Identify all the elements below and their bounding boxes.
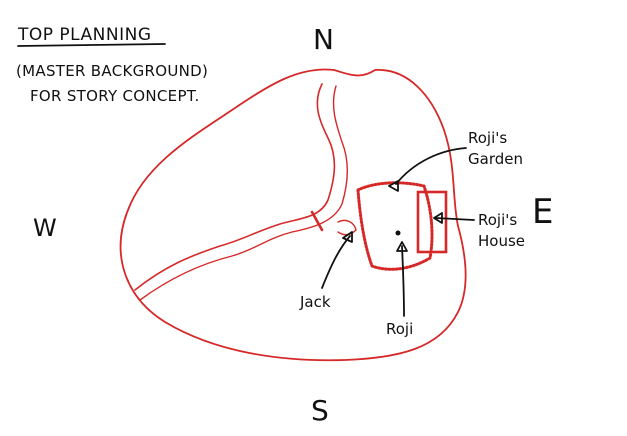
title-underline <box>17 43 166 47</box>
garden-label-line-2: Garden <box>468 150 523 168</box>
compass-north: N <box>313 23 334 56</box>
garden-arrowhead <box>388 180 399 192</box>
garden-callout: Roji's Garden <box>388 129 523 192</box>
river-upper-bank <box>134 83 336 291</box>
title-block: TOP PLANNING (MASTER BACKGROUND) FOR STO… <box>16 25 208 105</box>
rojis-garden-boundary <box>356 181 434 271</box>
river-mouth-bend <box>337 219 357 236</box>
jack-arrow <box>321 235 351 289</box>
roji-position-dot <box>395 230 401 236</box>
rojis-house-outline <box>416 190 448 254</box>
title-line-3: FOR STORY CONCEPT. <box>30 87 200 105</box>
house-label-line-1: Roji's <box>478 211 517 229</box>
house-label-line-2: House <box>478 232 525 250</box>
roji-arrow <box>401 245 405 317</box>
title-line-2: (MASTER BACKGROUND) <box>16 62 208 80</box>
compass-east: E <box>532 192 553 232</box>
jack-arrowhead <box>342 231 353 243</box>
river-bridge <box>310 210 324 232</box>
jack-callout: Jack <box>299 231 353 311</box>
roji-label: Roji <box>386 320 413 338</box>
garden-arrow <box>395 147 467 185</box>
jack-label: Jack <box>299 293 331 311</box>
title-line-1: TOP PLANNING <box>17 25 152 45</box>
compass-south: S <box>311 394 329 427</box>
river-lower-bank <box>139 85 348 301</box>
compass-west: W <box>33 214 57 242</box>
house-arrowhead <box>433 212 443 224</box>
island-outline <box>119 68 467 362</box>
roji-callout: Roji <box>386 241 413 338</box>
house-callout: Roji's House <box>433 211 525 250</box>
garden-label-line-1: Roji's <box>468 129 507 147</box>
roji-arrowhead <box>396 241 408 252</box>
